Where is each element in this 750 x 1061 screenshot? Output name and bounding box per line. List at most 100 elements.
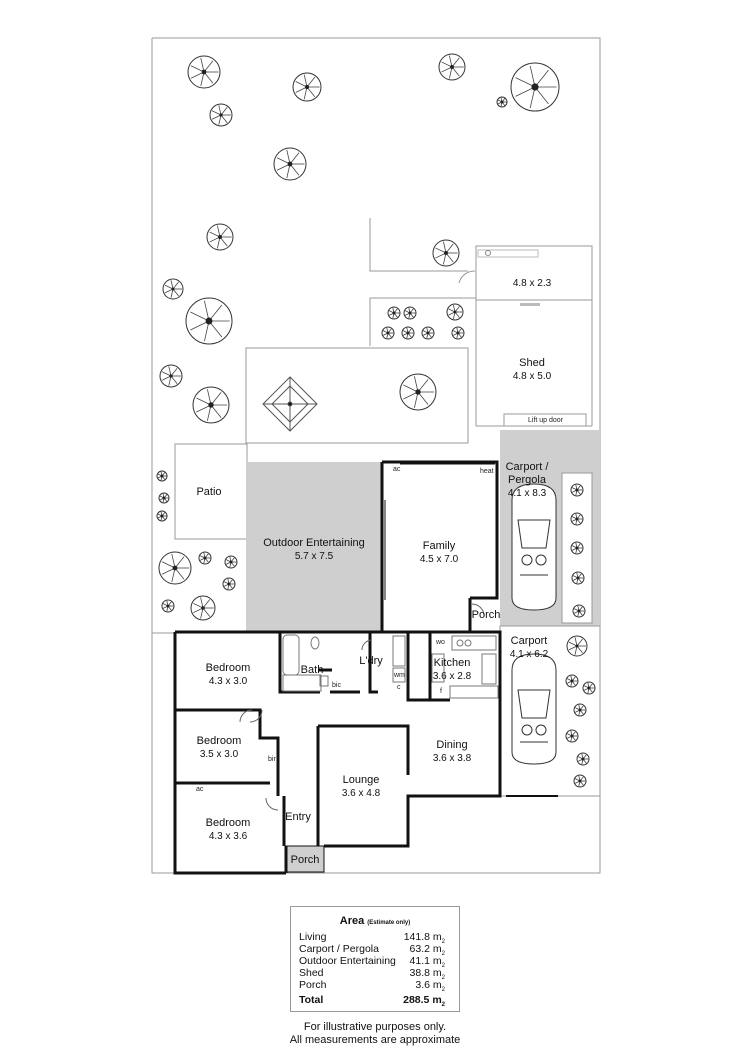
room-name: Dining: [436, 739, 468, 751]
room-label-kitchen: Kitchen 3.6 x 2.8: [433, 657, 471, 683]
family-windows: [384, 463, 495, 600]
kitchen-fixtures: [431, 635, 499, 699]
tree-icon: [570, 541, 584, 555]
room-name-2: Pergola: [508, 474, 546, 486]
label-ac: ac: [393, 466, 401, 473]
room-label-laundry: L'dry: [359, 655, 383, 668]
room-label-bedroom-3: Bedroom 4.3 x 3.6: [206, 817, 251, 843]
tree-icon: [190, 595, 216, 621]
tree-icon: [401, 326, 415, 340]
tree-icon: [438, 53, 466, 81]
room-name: Bedroom: [205, 817, 251, 829]
tree-icon: [198, 551, 212, 565]
room-label-porch-front: Porch: [291, 854, 320, 867]
room-name: Entry: [285, 811, 311, 823]
tree-icon: [399, 373, 437, 411]
room-name: Family: [422, 540, 456, 552]
area-summary-table: Area(Estimate only) Living 141.8 m2 Carp…: [290, 906, 460, 1012]
room-label-bedroom-1: Bedroom 4.3 x 3.0: [206, 662, 251, 688]
tree-icon: [572, 604, 586, 618]
room-label-dining: Dining 3.6 x 3.8: [433, 739, 471, 765]
area-row-value: 41.1 m2: [409, 955, 445, 970]
tree-icon: [446, 303, 464, 321]
tree-icon: [387, 306, 401, 320]
tree-icon: [162, 278, 184, 300]
room-name: Shed: [519, 357, 545, 369]
garden-bed-outline: [369, 218, 468, 272]
tree-icon: [273, 147, 307, 181]
room-dimensions: 3.6 x 2.8: [432, 671, 472, 682]
tree-icon: [222, 577, 236, 591]
tree-icon: [381, 326, 395, 340]
room-name: Porch: [471, 609, 501, 621]
area-row-label: Living: [299, 931, 327, 943]
tree-icon: [161, 599, 175, 613]
room-label-carport-pergola: Carport / Pergola 4.1 x 8.3: [506, 461, 549, 500]
tree-icon: [566, 635, 588, 657]
room-dimensions: 4.1 x 6.2: [509, 649, 549, 660]
tree-icon: [573, 703, 587, 717]
room-name: Patio: [196, 486, 222, 498]
room-label-bath: Bath: [301, 664, 324, 677]
room-dimensions: 4.5 x 7.0: [419, 554, 459, 565]
label-f: f: [440, 688, 442, 695]
label-heat: heat: [480, 468, 494, 475]
label-bic: bic: [332, 682, 341, 689]
tree-icon: [573, 774, 587, 788]
gazebo-roof-symbol: [262, 376, 318, 432]
door-swings: [239, 603, 485, 811]
label-lift-door: Lift up door: [528, 417, 564, 424]
tree-icon: [570, 483, 584, 497]
area-row-label: Shed: [299, 967, 324, 979]
area-subtitle: (Estimate only): [367, 920, 411, 926]
outdoor-entertaining-area: [246, 462, 382, 632]
porch-front-area: [285, 845, 325, 873]
room-name: Outdoor Entertaining: [263, 537, 365, 549]
tree-icon: [510, 62, 560, 112]
room-name: Bedroom: [205, 662, 251, 674]
car-icon: [511, 483, 557, 611]
tree-icon: [403, 306, 417, 320]
bath-fixtures: [282, 634, 329, 692]
tree-icon: [158, 492, 170, 504]
room-name: Kitchen: [433, 657, 471, 669]
tree-icon: [156, 510, 168, 522]
room-label-shed-small: 4.8 x 2.3: [513, 277, 551, 290]
area-total-value: 288.5 m2: [403, 994, 445, 1009]
room-name: L'dry: [359, 655, 383, 667]
room-name: Bedroom: [196, 735, 242, 747]
tree-group: [156, 53, 596, 788]
area-row-value: 38.8 m2: [409, 967, 445, 982]
room-dimensions: 4.3 x 3.6: [208, 831, 248, 842]
room-label-patio: Patio: [196, 486, 221, 499]
room-name: Porch: [290, 854, 320, 866]
disclaimer: For illustrative purposes only. All meas…: [0, 1021, 750, 1047]
label-c: c: [397, 684, 401, 691]
area-heading: Area: [339, 915, 365, 927]
upper-patio-area: [245, 347, 469, 444]
tree-icon: [570, 512, 584, 526]
disclaimer-line-2: All measurements are approximate: [289, 1034, 461, 1046]
area-row-value: 3.6 m2: [415, 979, 445, 994]
tree-icon: [224, 555, 238, 569]
room-label-carport: Carport 4.1 x 6.2: [510, 635, 548, 661]
tree-icon: [496, 96, 508, 108]
tree-icon: [571, 571, 585, 585]
label-wm: wm: [394, 672, 405, 679]
garden-bed-outline-2: [369, 297, 476, 346]
laundry-fixtures: [392, 635, 406, 683]
shed-structure: [458, 245, 593, 427]
room-dimensions: 3.6 x 4.8: [341, 788, 381, 799]
room-name: Bath: [300, 664, 324, 676]
tree-icon: [185, 297, 233, 345]
room-name: Carport: [510, 635, 548, 647]
area-total-label: Total: [299, 994, 324, 1006]
tree-icon: [292, 72, 322, 102]
room-name: Lounge: [342, 774, 380, 786]
tree-icon: [432, 239, 460, 267]
tree-icon: [156, 470, 168, 482]
room-dimensions: 4.3 x 3.0: [208, 676, 248, 687]
room-label-porch-rear: Porch: [472, 609, 501, 622]
area-row-value: 141.8 m2: [403, 931, 445, 946]
area-title: Area(Estimate only): [291, 915, 459, 927]
